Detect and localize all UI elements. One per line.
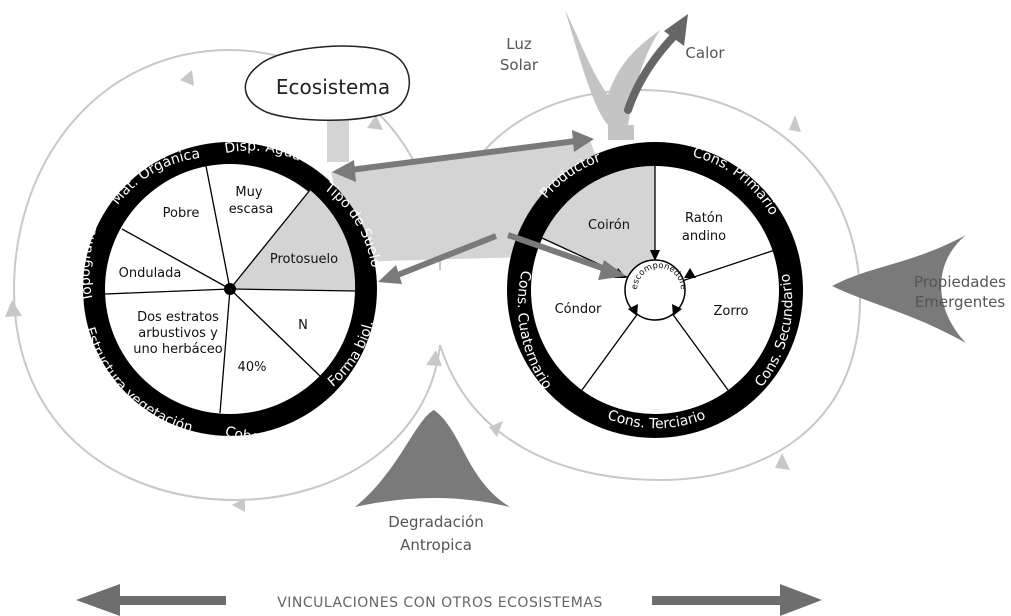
segment-structure-line3: uno herbáceo: [133, 342, 223, 357]
segment-organic: Pobre: [163, 206, 200, 221]
segment-life-form: N: [298, 318, 308, 333]
segment-secondary: Zorro: [714, 304, 749, 319]
degradation-label-line2: Antropica: [400, 536, 472, 554]
light-label-line2: Solar: [500, 56, 539, 74]
right-shaded-segment: [542, 165, 655, 290]
left-shaded-segment: [230, 190, 356, 291]
segment-structure-line1: Dos estratos: [137, 310, 219, 325]
link-arrow-lower: [378, 233, 498, 284]
segment-primary-line1: Ratón: [685, 211, 723, 226]
segment-water-line1: Muy: [235, 185, 262, 200]
link-arrow-decomposers: [507, 232, 626, 280]
linkage-arrow: [76, 584, 822, 616]
emergent-label-line2: Emergentes: [915, 293, 1006, 311]
heat-label: Calor: [685, 44, 725, 62]
emergent-label-line1: Propiedades: [914, 273, 1006, 291]
segment-topography: Ondulada: [119, 266, 182, 281]
segment-soil-type: Protosuelo: [270, 252, 338, 267]
segment-cover: 40%: [238, 360, 267, 375]
cycle-arrowheads: [5, 70, 801, 512]
right-wheel: [507, 142, 803, 438]
linkage-label: VINCULACIONES CON OTROS ECOSISTEMAS: [277, 595, 603, 611]
degradation-shape: [355, 410, 510, 507]
light-label-line1: Luz: [506, 35, 532, 53]
segment-quaternary: Cóndor: [555, 302, 602, 317]
ecosystem-label: Ecosistema: [276, 75, 390, 99]
segment-primary-line2: andino: [682, 229, 726, 244]
right-cycle: [439, 88, 862, 482]
heat-arrow-body: [624, 31, 679, 114]
emergent-shape: [832, 235, 966, 343]
segment-water-line2: escasa: [229, 202, 274, 217]
sunlight-shape: [565, 10, 660, 140]
link-arrow-upper: [332, 130, 594, 182]
left-wheel: [83, 142, 377, 436]
ecosystem-bubble: [244, 45, 410, 121]
left-segment-labels: Pobre Muy escasa Protosuelo Ondulada Dos…: [119, 185, 339, 375]
degradation-label-line1: Degradación: [388, 513, 483, 531]
heat-arrowhead: [664, 14, 688, 46]
segment-producer: Coirón: [588, 218, 630, 233]
segment-structure-line2: arbustivos y: [138, 326, 218, 341]
